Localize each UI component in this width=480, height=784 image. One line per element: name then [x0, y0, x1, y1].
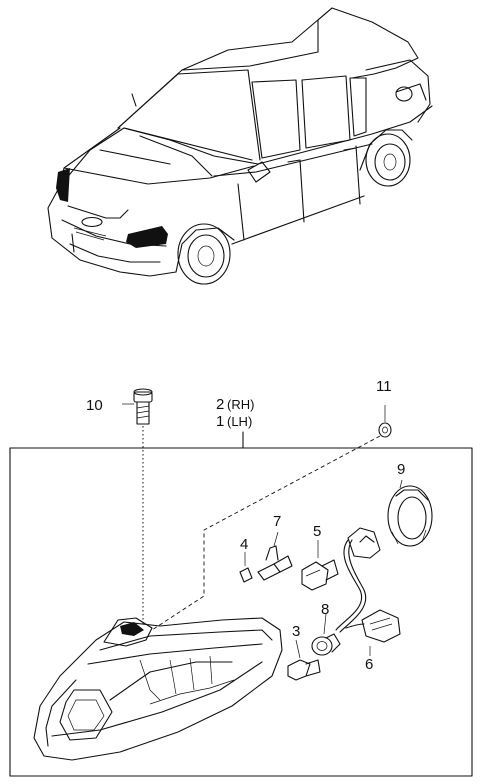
bulb-5	[301, 540, 339, 591]
bulb-4	[239, 552, 253, 583]
retaining-ring-9	[387, 479, 433, 547]
nut-guide-line	[151, 435, 381, 631]
wiring-harness-6	[335, 527, 401, 656]
callout-1-side: (LH)	[227, 414, 252, 429]
callout-11: 11	[376, 378, 392, 395]
callout-1: 1	[216, 413, 224, 430]
callout-2-side: (RH)	[227, 397, 254, 412]
callout-2: 2	[216, 396, 224, 413]
nut-11	[378, 405, 392, 438]
headlamp-housing	[33, 617, 283, 761]
callout-8: 8	[321, 601, 329, 618]
callout-6: 6	[365, 656, 373, 673]
callout-7: 7	[273, 513, 281, 530]
bolt-10	[122, 388, 153, 425]
bulb-3	[287, 639, 321, 681]
assembly-frame	[9, 447, 473, 777]
car-illustration	[47, 7, 433, 285]
callout-9: 9	[397, 461, 405, 478]
callout-5: 5	[313, 523, 321, 540]
bulb-7	[257, 531, 293, 581]
socket-8	[311, 613, 341, 656]
callout-4: 4	[240, 536, 248, 553]
callout-10: 10	[86, 397, 103, 414]
callout-3: 3	[292, 623, 300, 640]
